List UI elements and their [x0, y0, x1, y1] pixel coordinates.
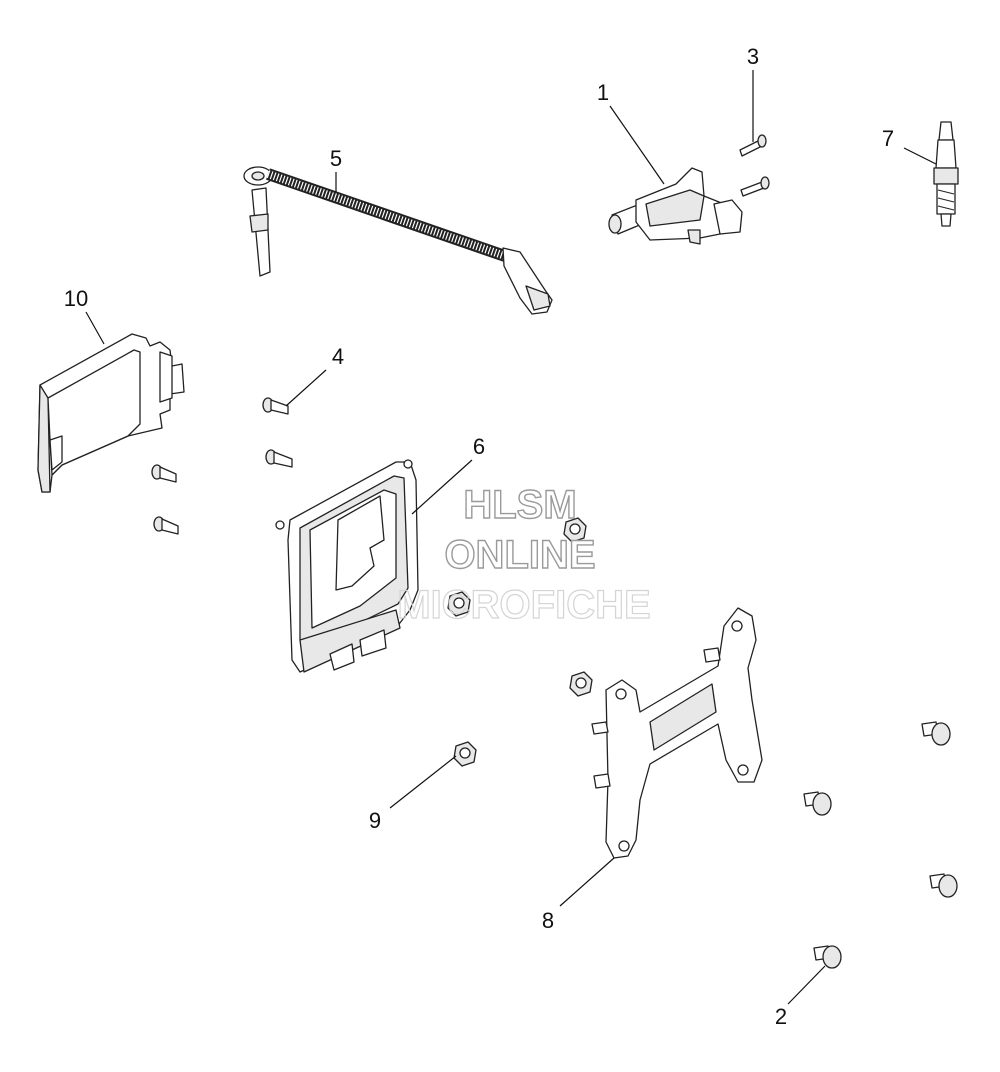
- screw-left-lower: [153, 516, 179, 535]
- callout-6: 6: [473, 434, 485, 459]
- part-4-screw-upper: [262, 397, 289, 415]
- callout-5: 5: [330, 146, 342, 171]
- screw-right-1: [921, 721, 951, 746]
- watermark-line-2: ONLINE: [444, 533, 595, 577]
- part-8-mount-bracket: [591, 607, 763, 859]
- part-9-nut: [453, 741, 477, 767]
- part-3-bolt-upper: [739, 134, 767, 157]
- part-4-screw-lower: [265, 449, 293, 468]
- nut-middle: [447, 591, 471, 617]
- callout-3: 3: [747, 44, 759, 69]
- callout-9: 9: [369, 808, 381, 833]
- part-5-spark-plug-lead: [243, 166, 553, 315]
- screw-right-2: [803, 791, 832, 816]
- callout-8: 8: [542, 908, 554, 933]
- watermark-line-3: MICROFICHE: [397, 583, 650, 627]
- nut-on-bracket: [569, 671, 593, 697]
- part-1-ignition-coil: [608, 167, 743, 245]
- callout-10: 10: [64, 286, 88, 311]
- screw-left-upper: [151, 464, 177, 483]
- leader-lines: [85, 70, 937, 1005]
- nut-upper-right: [563, 517, 587, 543]
- part-2-screw: [813, 945, 842, 969]
- callout-2: 2: [775, 1004, 787, 1029]
- part-6-ecm: [275, 459, 419, 673]
- watermark: HLSM ONLINE MICROFICHE: [397, 482, 652, 627]
- screw-right-3: [929, 873, 958, 898]
- part-7-spark-plug: [933, 121, 959, 227]
- watermark-line-1: HLSM: [463, 483, 576, 527]
- callout-1: 1: [597, 80, 609, 105]
- part-3-bolt-lower: [740, 176, 770, 197]
- callout-7: 7: [882, 126, 894, 151]
- callout-4: 4: [332, 344, 344, 369]
- part-10-bracket: [37, 333, 185, 493]
